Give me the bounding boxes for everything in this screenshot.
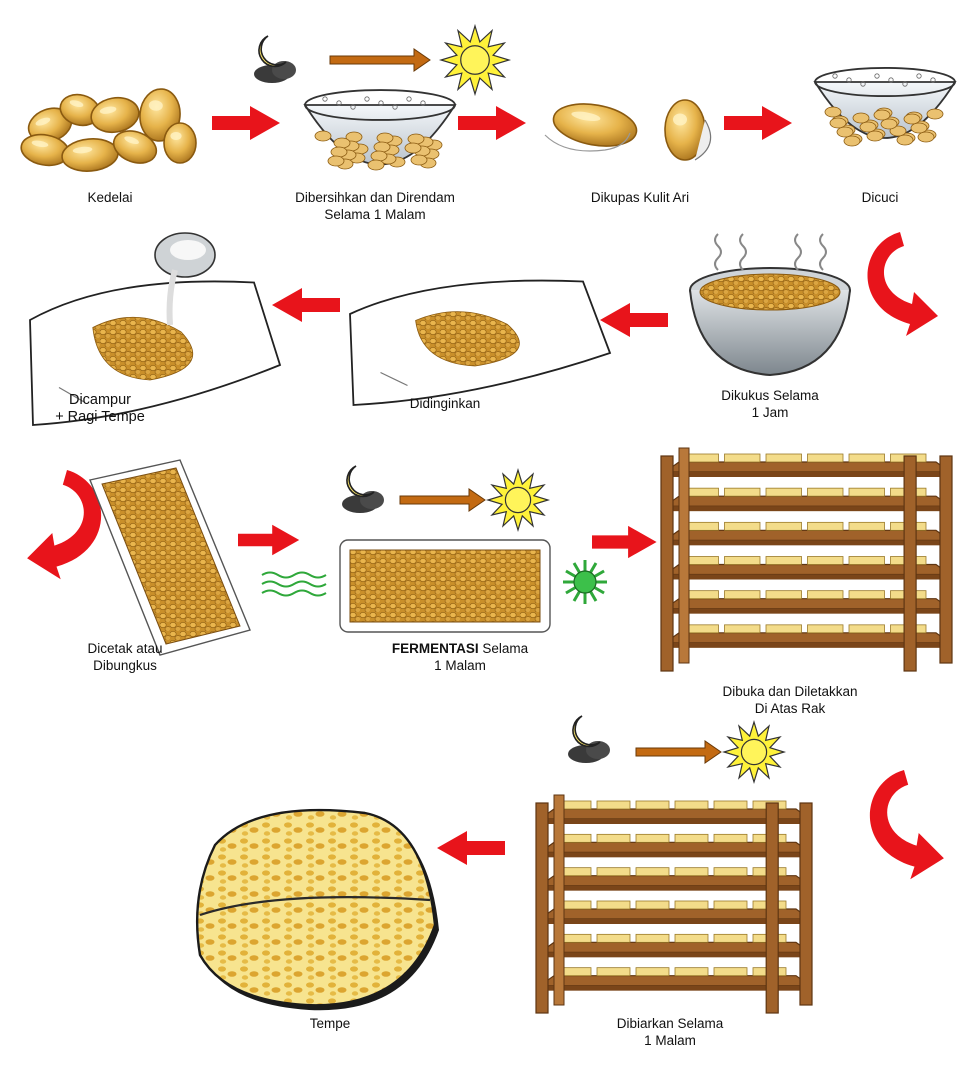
step-fermentasi-label: FERMENTASI Selama1 Malam <box>360 640 560 674</box>
drying-rack-2 <box>536 795 812 1013</box>
red-arrow-icon <box>600 303 668 337</box>
bacteria-icon <box>563 560 607 604</box>
peeled-bean <box>545 98 711 160</box>
moon-icon <box>342 466 384 513</box>
step-kukus-label: Dikukus Selama1 Jam <box>680 387 860 421</box>
step-dingin-label: Didinginkan <box>380 395 510 412</box>
step-kedelai-label: Kedelai <box>60 189 160 206</box>
step-rak-label: Dibuka dan DiletakkanDi Atas Rak <box>690 683 890 717</box>
drying-rack-1 <box>661 448 952 671</box>
waves-icon <box>262 573 326 596</box>
step-campur-label: Dicampur+ Ragi Tempe <box>30 392 170 426</box>
red-arrow-icon <box>458 106 526 140</box>
time-arrow-icon <box>636 741 721 763</box>
red-arrow-icon <box>437 831 505 865</box>
step-cetak-label: Dicetak atauDibungkus <box>60 640 190 674</box>
step-cuci-label: Dicuci <box>830 189 930 206</box>
sun-icon <box>441 26 509 94</box>
sun-icon <box>724 722 784 782</box>
bowl-icon <box>815 68 955 146</box>
curved-arrow-icon <box>867 232 938 336</box>
steam-icon <box>795 234 801 270</box>
time-arrow-icon <box>400 489 485 511</box>
steam-icon <box>715 234 721 270</box>
steam-icon <box>820 234 826 270</box>
red-arrow-icon <box>238 525 299 556</box>
red-arrow-icon <box>592 526 657 558</box>
steaming-pot <box>690 234 850 375</box>
cooling-cloth <box>350 281 610 405</box>
step-tempe-label: Tempe <box>280 1015 380 1032</box>
sun-icon <box>488 470 548 530</box>
step-biarkan-label: Dibiarkan Selama1 Malam <box>580 1015 760 1049</box>
bowl-icon <box>305 90 455 170</box>
red-arrow-icon <box>724 106 792 140</box>
moon-icon <box>568 716 610 763</box>
fermenting-package <box>340 540 550 632</box>
step-rendam-label: Dibersihkan dan DirendamSelama 1 Malam <box>270 189 480 223</box>
moon-icon <box>254 36 296 83</box>
soybeans-pile <box>19 87 196 173</box>
curved-arrow-icon <box>27 470 101 579</box>
wrapped-soy-package <box>90 460 250 655</box>
steam-icon <box>740 234 746 270</box>
tempe-block <box>197 810 439 1010</box>
time-arrow-icon <box>330 49 430 71</box>
red-arrow-icon <box>272 288 340 322</box>
red-arrow-icon <box>212 106 280 140</box>
step-kupas-label: Dikupas Kulit Ari <box>560 189 720 206</box>
curved-arrow-icon <box>870 770 944 879</box>
